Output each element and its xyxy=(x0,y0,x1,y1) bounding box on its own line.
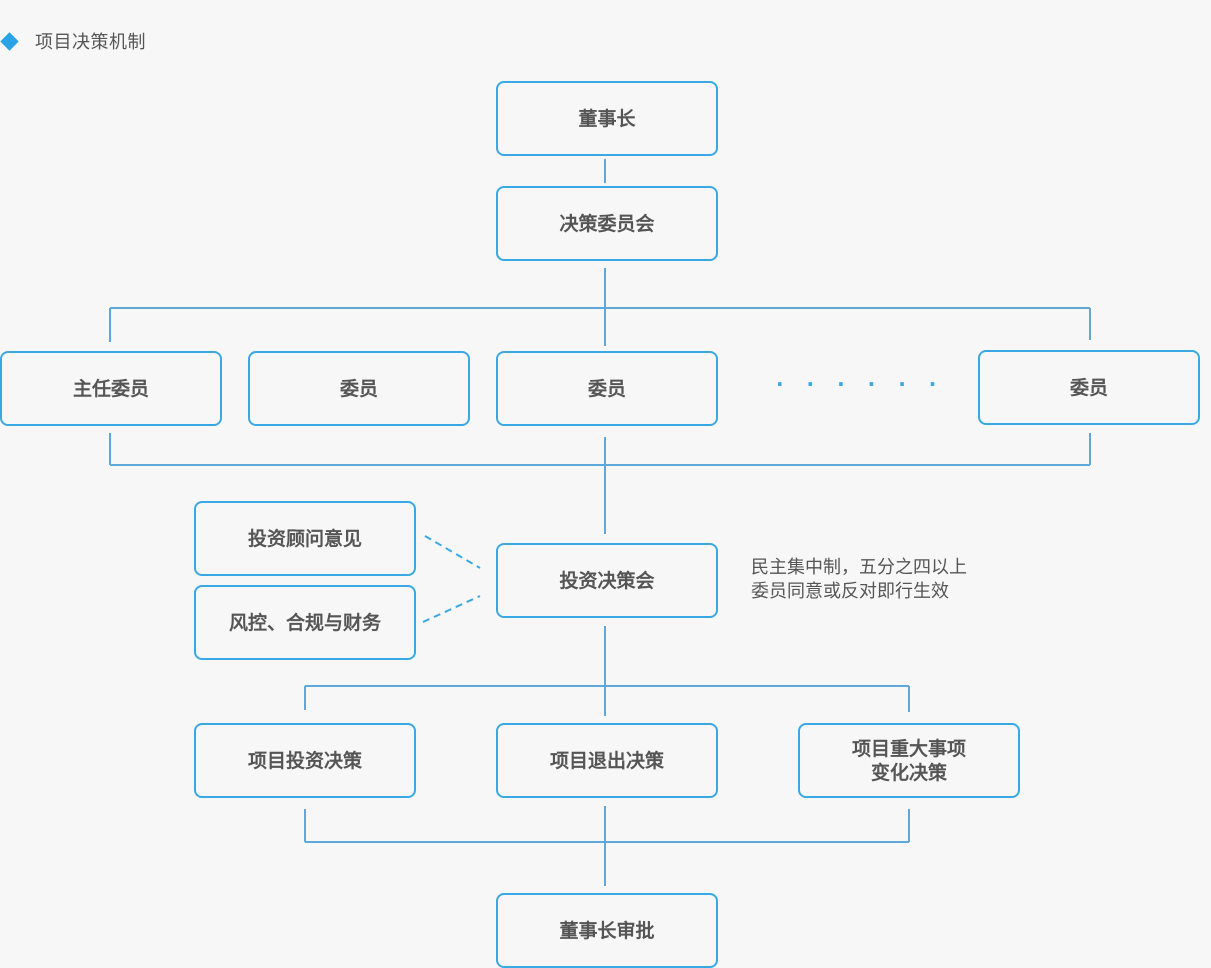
node-investment-decision-meeting: 投资决策会 xyxy=(496,543,718,618)
node-exit-decision: 项目退出决策 xyxy=(496,723,718,798)
voting-rule-note: 民主集中制，五分之四以上 委员同意或反对即行生效 xyxy=(751,557,967,602)
page-title: 项目决策机制 xyxy=(35,32,146,53)
node-member: 委员 xyxy=(978,350,1200,425)
node-risk-compliance-finance: 风控、合规与财务 xyxy=(194,585,416,660)
dashed-connector-risk xyxy=(422,595,481,623)
node-major-change-decision: 项目重大事项 变化决策 xyxy=(798,723,1020,798)
node-chairman-approval: 董事长审批 xyxy=(496,893,718,968)
node-decision-committee: 决策委员会 xyxy=(496,186,718,261)
node-member: 委员 xyxy=(496,351,718,426)
ellipsis-dots: · · · · · · xyxy=(776,372,945,396)
node-director: 主任委员 xyxy=(0,351,222,426)
node-chairman: 董事长 xyxy=(496,81,718,156)
node-member: 委员 xyxy=(248,351,470,426)
dashed-connector-advisor xyxy=(424,535,481,569)
section-header: 项目决策机制 xyxy=(0,29,146,53)
node-investment-decision: 项目投资决策 xyxy=(194,723,416,798)
node-advisor-opinion: 投资顾问意见 xyxy=(194,501,416,576)
